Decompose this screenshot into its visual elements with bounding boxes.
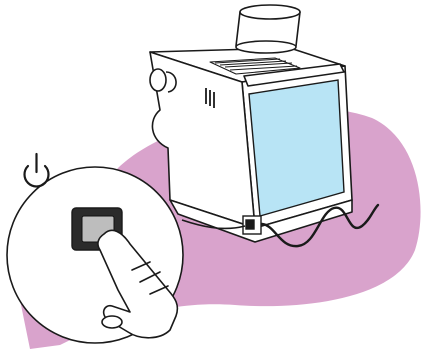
power-connector-icon — [242, 215, 262, 235]
switch-cable — [181, 219, 246, 230]
hand-icon — [97, 229, 179, 339]
top-grille — [209, 57, 301, 75]
side-knob — [149, 68, 167, 92]
vent-slots — [205, 88, 215, 108]
power-cord-icon — [260, 203, 380, 248]
bean-hopper-icon — [235, 4, 301, 54]
power-icon — [23, 152, 50, 188]
top-rail — [243, 63, 345, 87]
water-tank-window — [248, 79, 345, 217]
